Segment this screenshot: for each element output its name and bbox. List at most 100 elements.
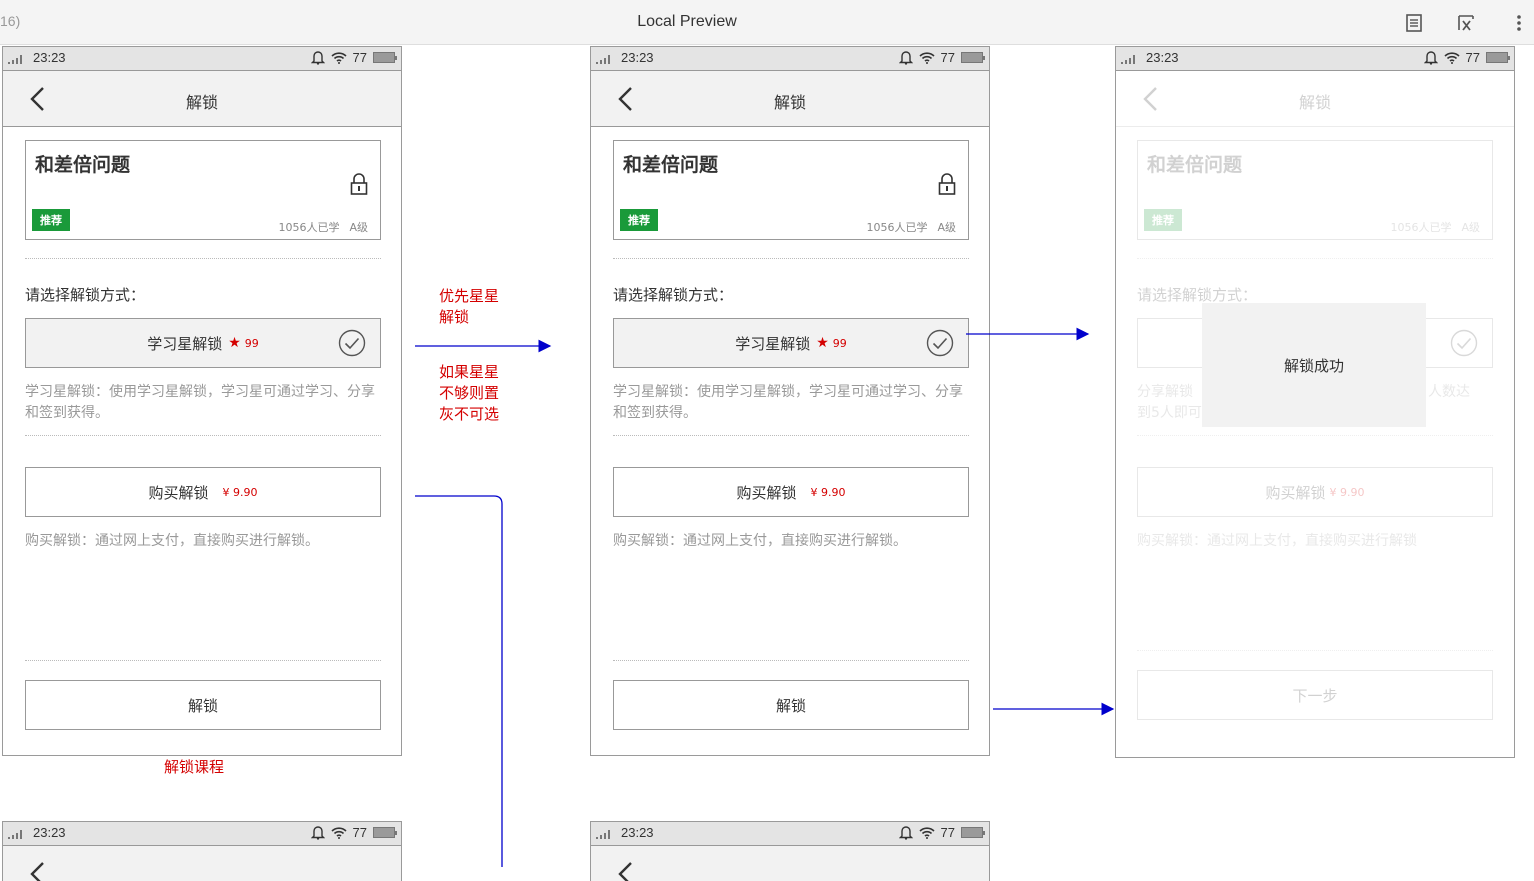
buy-unlock-button[interactable]: 购买解锁 ¥ 9.90 bbox=[1137, 467, 1493, 517]
course-meta: 1056人已学 A级 bbox=[278, 219, 368, 235]
status-time: 23:23 bbox=[621, 50, 654, 65]
buy-price: ¥ 9.90 bbox=[1329, 485, 1365, 499]
status-bar: 23:23 77 bbox=[3, 47, 401, 71]
divider bbox=[1137, 435, 1493, 436]
divider bbox=[1137, 258, 1493, 259]
lock-icon bbox=[350, 173, 368, 195]
annotation-caption: 解锁课程 bbox=[164, 758, 225, 776]
back-arrow-icon[interactable] bbox=[27, 85, 53, 113]
buy-unlock-button[interactable]: 购买解锁 ¥ 9.90 bbox=[25, 467, 381, 517]
unlock-button[interactable]: 解锁 bbox=[25, 680, 381, 730]
unlock-success-toast: 解锁成功 bbox=[1202, 303, 1426, 427]
buy-price: ¥ 9.90 bbox=[222, 485, 258, 499]
nav-bar: 解锁 bbox=[1116, 71, 1514, 127]
learner-count: 1056人已学 bbox=[866, 221, 928, 234]
check-circle-icon[interactable] bbox=[338, 329, 366, 357]
buy-unlock-description: 购买解锁：通过网上支付，直接购买进行解锁。 bbox=[25, 533, 319, 549]
nav-bar: 解锁 bbox=[591, 71, 989, 127]
buy-unlock-description: 购买解锁：通过网上支付，直接购买进行解锁。 bbox=[613, 533, 907, 549]
star-unlock-label: 学习星解锁 bbox=[147, 334, 223, 353]
unlock-button[interactable]: 解锁 bbox=[613, 680, 969, 730]
lock-icon bbox=[938, 173, 956, 195]
check-circle-icon[interactable] bbox=[926, 329, 954, 357]
bell-icon bbox=[1423, 51, 1438, 65]
divider bbox=[25, 660, 381, 661]
buy-unlock-label: 购买解锁 bbox=[736, 483, 797, 502]
preview-topbar: 16) Local Preview bbox=[0, 0, 1534, 45]
bell-icon bbox=[310, 826, 325, 840]
status-time: 23:23 bbox=[621, 825, 654, 840]
course-title: 和差倍问题 bbox=[35, 154, 131, 176]
star-icon: ★ bbox=[228, 335, 241, 351]
star-price: 99 bbox=[832, 336, 847, 350]
course-title: 和差倍问题 bbox=[1147, 154, 1243, 176]
signal-icon bbox=[8, 830, 22, 839]
status-bar: 23:23 77 bbox=[591, 47, 989, 71]
star-price: 99 bbox=[244, 336, 259, 350]
battery-level: 77 bbox=[352, 50, 367, 65]
window-title: Local Preview bbox=[637, 13, 737, 30]
star-unlock-button[interactable]: 学习星解锁 ★ 99 bbox=[613, 318, 969, 368]
divider bbox=[1137, 650, 1493, 651]
status-time: 23:23 bbox=[33, 825, 66, 840]
status-time: 23:23 bbox=[33, 50, 66, 65]
variable-icon[interactable] bbox=[1455, 12, 1477, 34]
nav-title: 解锁 bbox=[773, 93, 806, 112]
share-unlock-description: 分享解锁 到5人即可 bbox=[1137, 384, 1202, 421]
status-bar: 23:23 77 bbox=[3, 822, 401, 846]
wifi-icon bbox=[330, 827, 347, 839]
star-unlock-description: 学习星解锁：使用学习星解锁，学习星可通过学习、分享和签到获得。 bbox=[613, 384, 963, 421]
signal-icon bbox=[1121, 55, 1135, 64]
flow-connector bbox=[415, 495, 503, 867]
recommend-badge: 推荐 bbox=[620, 209, 658, 231]
course-title: 和差倍问题 bbox=[623, 154, 719, 176]
battery-icon bbox=[961, 827, 985, 838]
battery-icon bbox=[373, 827, 397, 838]
star-unlock-button[interactable]: 学习星解锁 ★ 99 bbox=[25, 318, 381, 368]
choose-method-label: 请选择解锁方式： bbox=[1137, 286, 1258, 304]
check-circle-icon[interactable] bbox=[1450, 329, 1478, 357]
course-level: A级 bbox=[349, 221, 368, 234]
annotation-insufficient-stars: 如果星星 不够则置 灰不可选 bbox=[439, 363, 500, 423]
bell-icon bbox=[898, 826, 913, 840]
back-arrow-icon[interactable] bbox=[615, 85, 641, 113]
buy-unlock-button[interactable]: 购买解锁 ¥ 9.90 bbox=[613, 467, 969, 517]
document-icon[interactable] bbox=[1403, 12, 1425, 34]
battery-icon bbox=[1486, 52, 1510, 63]
status-bar: 23:23 77 bbox=[591, 822, 989, 846]
buy-price: ¥ 9.90 bbox=[810, 485, 846, 499]
battery-level: 77 bbox=[940, 825, 955, 840]
buy-unlock-description: 购买解锁：通过网上支付，直接购买进行解锁 bbox=[1137, 533, 1417, 549]
bell-icon bbox=[898, 51, 913, 65]
divider bbox=[25, 435, 381, 436]
battery-icon bbox=[373, 52, 397, 63]
nav-title: 解锁 bbox=[185, 93, 218, 112]
status-bar: 23:23 77 bbox=[1116, 47, 1514, 71]
share-unlock-description-tail: 人数达 bbox=[1428, 384, 1470, 400]
recommend-badge: 推荐 bbox=[1144, 209, 1182, 231]
signal-icon bbox=[596, 830, 610, 839]
divider bbox=[613, 660, 969, 661]
back-arrow-icon[interactable] bbox=[1140, 85, 1166, 113]
bell-icon bbox=[310, 51, 325, 65]
learner-count: 1056人已学 bbox=[278, 221, 340, 234]
star-icon: ★ bbox=[816, 335, 829, 351]
divider bbox=[613, 258, 969, 259]
battery-level: 77 bbox=[940, 50, 955, 65]
more-icon[interactable] bbox=[1508, 12, 1530, 34]
choose-method-label: 请选择解锁方式： bbox=[613, 286, 734, 304]
battery-icon bbox=[961, 52, 985, 63]
divider bbox=[613, 435, 969, 436]
next-step-button[interactable]: 下一步 bbox=[1137, 670, 1493, 720]
wifi-icon bbox=[330, 52, 347, 64]
star-unlock-label: 学习星解锁 bbox=[735, 334, 811, 353]
nav-bar: 解锁 bbox=[3, 71, 401, 127]
course-level: A级 bbox=[1461, 221, 1480, 234]
breadcrumb: 16) bbox=[0, 13, 21, 29]
